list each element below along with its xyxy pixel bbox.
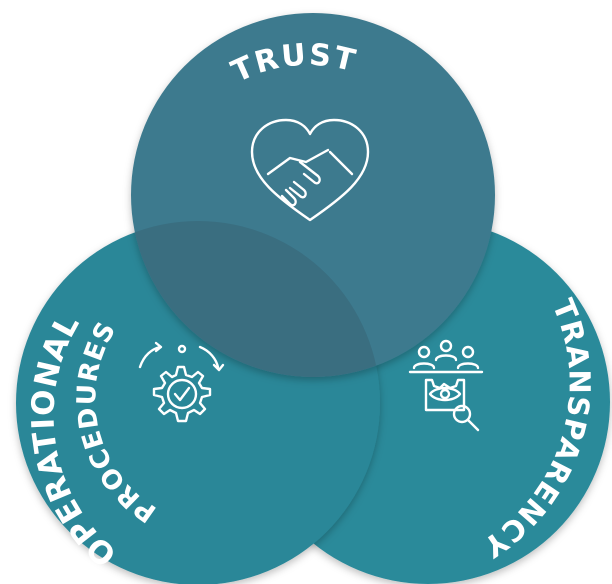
eye-magnifier-team-icon bbox=[408, 339, 484, 432]
overlap-region bbox=[131, 221, 380, 377]
gear-checkmark-icon bbox=[138, 341, 225, 423]
handshake-heart-icon bbox=[250, 118, 370, 222]
